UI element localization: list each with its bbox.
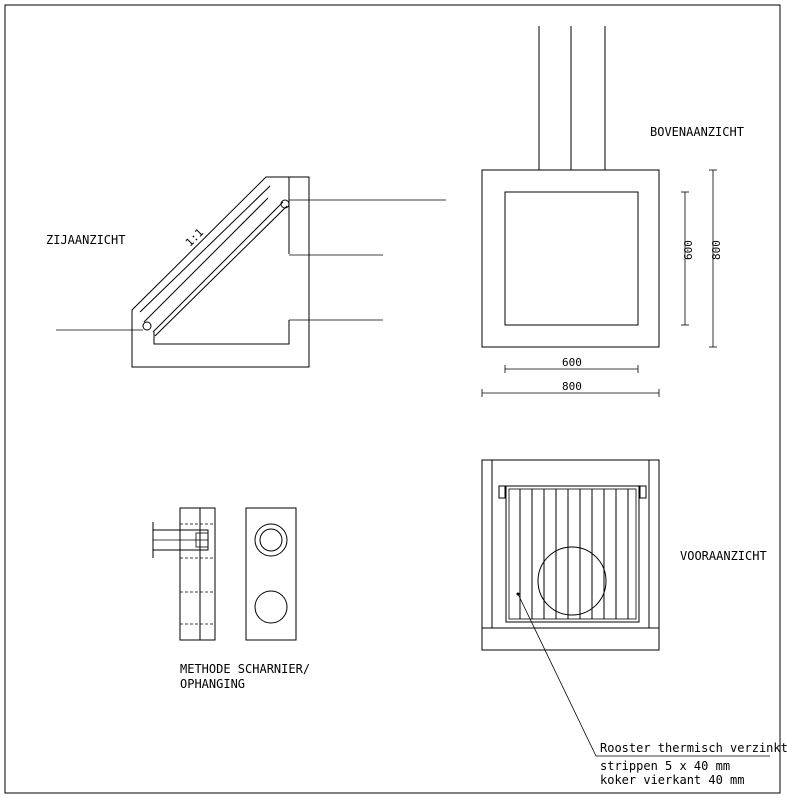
side-view-label: ZIJAANZICHT: [46, 233, 125, 247]
top-view-label: BOVENAANZICHT: [650, 125, 744, 139]
dim-outer-width: 800: [562, 380, 582, 393]
dim-inner-width: 600: [562, 356, 582, 369]
dim-outer-height: 800: [710, 240, 723, 260]
hinge-method-label-1: METHODE SCHARNIER/: [180, 662, 310, 676]
dim-inner-height: 600: [682, 240, 695, 260]
drawing-border: [4, 4, 781, 794]
note-line-3: koker vierkant 40 mm: [600, 773, 745, 787]
side-view: 1:1 ZIJAANZICHT: [46, 176, 446, 368]
front-view: VOORAANZICHT Rooster thermisch verzinkt …: [481, 459, 787, 787]
top-view: 600 800 600 800 BOVENAANZICHT: [481, 26, 744, 397]
hinge-method-label-2: OPHANGING: [180, 677, 245, 691]
note-line-1: Rooster thermisch verzinkt: [600, 741, 787, 755]
note-line-2: strippen 5 x 40 mm: [600, 759, 730, 773]
hinge-method-view: METHODE SCHARNIER/ OPHANGING: [152, 507, 310, 691]
slope-label: 1:1: [183, 226, 206, 249]
front-view-label: VOORAANZICHT: [680, 549, 767, 563]
